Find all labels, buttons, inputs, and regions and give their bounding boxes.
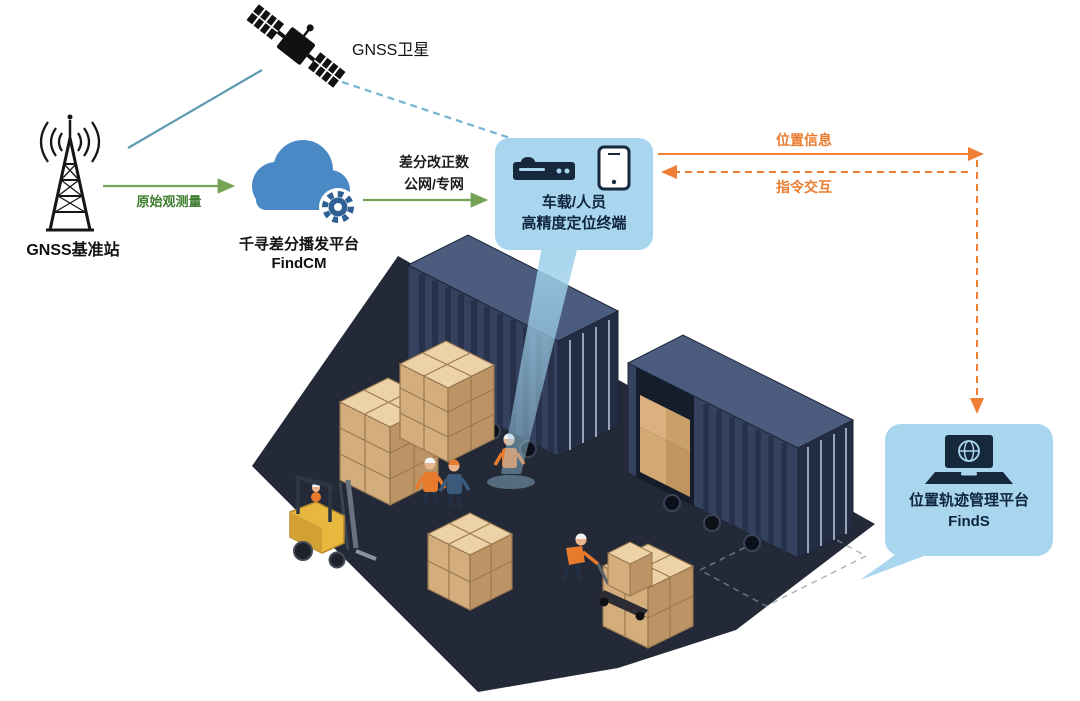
worker-4-pallet-jack	[562, 533, 654, 621]
gnss-satellite-icon	[246, 4, 346, 88]
correction-label-line2: 公网/专网	[404, 176, 464, 192]
management-platform-panel: 位置轨迹管理平台 FindS	[885, 424, 1053, 556]
link-lines	[103, 69, 984, 414]
finds-callout-tail	[860, 550, 940, 580]
management-platform-product-label: FindS	[948, 513, 990, 530]
pallet-stack-2	[398, 340, 496, 463]
terminal-devices	[513, 145, 631, 191]
container-b	[626, 334, 855, 559]
command-interaction-label: 指令交互	[776, 179, 832, 195]
vehicle-terminal-icon	[513, 157, 575, 180]
correction-label-line1: 差分改正数	[399, 154, 469, 170]
management-platform-name-label: 位置轨迹管理平台	[908, 492, 1029, 509]
satellite-terminal-link	[341, 80, 514, 141]
base-station-label: GNSS基准站	[26, 242, 120, 259]
cloud-platform-product-label: FindCM	[271, 255, 327, 272]
position-info-label: 位置信息	[776, 132, 832, 148]
worker-1	[414, 457, 447, 506]
worker-2	[438, 459, 471, 508]
base-station-icon	[39, 114, 101, 232]
laptop-globe-icon	[925, 435, 1013, 484]
gear-icon	[322, 191, 354, 223]
raw-observation-label: 原始观测量	[136, 194, 202, 209]
cloud-gear-icon	[252, 140, 357, 226]
terminal-label-line1: 车载/人员	[541, 194, 607, 211]
forklift-driver	[311, 492, 321, 502]
satellite-base-link	[127, 69, 263, 149]
terminal-label-line2: 高精度定位终端	[521, 215, 627, 232]
satellite-label: GNSS卫星	[352, 42, 430, 59]
cloud-platform-name-label: 千寻差分播发平台	[238, 236, 359, 253]
smartphone-icon	[597, 145, 631, 191]
forklift	[289, 474, 377, 569]
floor-zone-marking	[698, 519, 868, 607]
terminal-panel: 车载/人员 高精度定位终端	[495, 138, 653, 250]
pallet-stack-3	[426, 512, 514, 611]
positioning-beam	[487, 246, 578, 489]
